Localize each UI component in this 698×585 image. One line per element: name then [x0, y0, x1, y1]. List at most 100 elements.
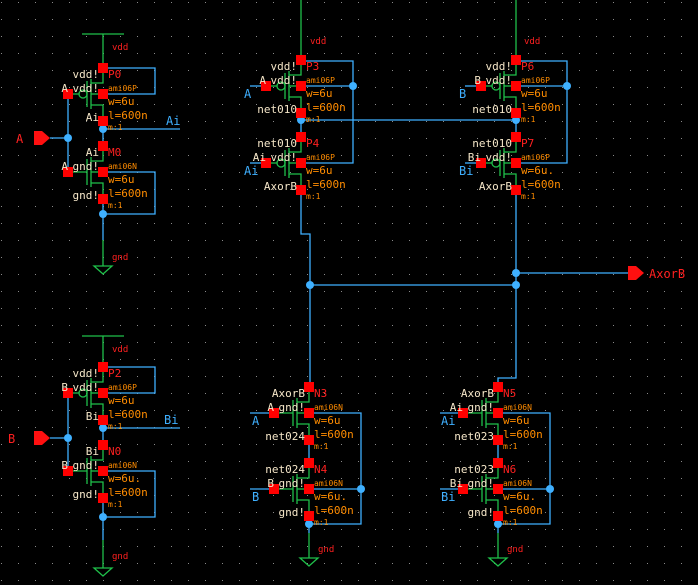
top-terminal-label: vdd!: [73, 68, 100, 81]
bulk-label: gnd!: [468, 401, 495, 414]
terminal-pin[interactable]: [493, 435, 503, 445]
pin-axorb[interactable]: AxorB: [628, 266, 685, 281]
pin-a[interactable]: A: [16, 131, 50, 146]
length-param: l=600n: [503, 504, 543, 517]
gate-label: A: [61, 160, 68, 173]
terminal-pin[interactable]: [511, 108, 521, 118]
terminal-pin[interactable]: [296, 132, 306, 142]
terminal-pin[interactable]: [98, 362, 108, 372]
terminal-pin[interactable]: [63, 89, 73, 99]
top-terminal-label: net023: [454, 463, 494, 476]
terminal-pin[interactable]: [493, 408, 503, 418]
terminal-pin[interactable]: [261, 81, 271, 91]
pin-b[interactable]: B: [8, 431, 50, 446]
terminal-pin[interactable]: [493, 484, 503, 494]
terminal-pin[interactable]: [63, 388, 73, 398]
gnd-label: gnd: [112, 552, 128, 562]
gnd-label: gnd: [112, 253, 128, 263]
length-param: l=600n: [521, 178, 561, 191]
terminal-pin[interactable]: [261, 158, 271, 168]
terminal-pin[interactable]: [98, 167, 108, 177]
terminal-pin[interactable]: [458, 408, 468, 418]
terminal-pin[interactable]: [304, 458, 314, 468]
terminal-pin[interactable]: [511, 81, 521, 91]
gate-label: Bi: [468, 151, 481, 164]
nmos-symbol-icon: [68, 146, 104, 199]
terminal-pin[interactable]: [63, 167, 73, 177]
input-pin-icon[interactable]: [34, 131, 50, 145]
gate-net-label: A: [252, 414, 260, 428]
terminal-pin[interactable]: [296, 81, 306, 91]
terminal-pin[interactable]: [304, 435, 314, 445]
terminal-pin[interactable]: [98, 440, 108, 450]
model-name: ami06P: [521, 153, 550, 162]
terminal-pin[interactable]: [304, 408, 314, 418]
terminal-pin[interactable]: [269, 484, 279, 494]
multiplier-param: m:1: [314, 442, 329, 451]
terminal-pin[interactable]: [98, 116, 108, 126]
terminal-pin[interactable]: [476, 158, 486, 168]
bulk-label: gnd!: [73, 459, 100, 472]
terminal-pin[interactable]: [98, 466, 108, 476]
gate-label: B: [61, 381, 68, 394]
terminal-pin[interactable]: [511, 185, 521, 195]
bottom-terminal-label: Bi: [86, 410, 99, 423]
model-name: ami06P: [306, 153, 335, 162]
terminal-pin[interactable]: [296, 185, 306, 195]
terminal-pin[interactable]: [493, 511, 503, 521]
pmos-symbol-icon: [266, 60, 302, 113]
top-terminal-label: Ai: [86, 146, 99, 159]
length-param: l=600n: [503, 428, 543, 441]
terminal-pin[interactable]: [98, 388, 108, 398]
terminal-pin[interactable]: [98, 194, 108, 204]
terminal-pin[interactable]: [511, 158, 521, 168]
terminal-pin[interactable]: [269, 408, 279, 418]
terminal-pin[interactable]: [493, 382, 503, 392]
terminal-pin[interactable]: [304, 382, 314, 392]
terminal-pin[interactable]: [511, 132, 521, 142]
model-name: ami06N: [503, 403, 532, 412]
terminal-pin[interactable]: [476, 81, 486, 91]
terminal-pin[interactable]: [304, 484, 314, 494]
multiplier-param: m:1: [503, 442, 518, 451]
terminal-pin[interactable]: [296, 55, 306, 65]
terminal-pin[interactable]: [296, 158, 306, 168]
terminal-pin[interactable]: [63, 466, 73, 476]
output-pin-icon[interactable]: [628, 266, 644, 280]
transistor-p7[interactable]: net010vdd!BiAxorBBiP7ami06Pw=6u.l=600nm:…: [459, 132, 561, 201]
input-pin-icon[interactable]: [34, 431, 50, 445]
top-terminal-label: vdd!: [271, 60, 298, 73]
terminal-pin[interactable]: [296, 108, 306, 118]
multiplier-param: m:1: [108, 500, 123, 509]
terminal-pin[interactable]: [98, 89, 108, 99]
terminal-pin[interactable]: [98, 63, 108, 73]
multiplier-param: m:1: [306, 115, 321, 124]
terminal-pin[interactable]: [98, 141, 108, 151]
terminal-pin[interactable]: [458, 484, 468, 494]
net-labels: Ai Bi: [164, 114, 180, 427]
instance-name: P4: [306, 137, 320, 150]
terminal-pin[interactable]: [98, 415, 108, 425]
bulk-label: vdd!: [271, 151, 298, 164]
instance-name: N0: [108, 445, 121, 458]
terminal-pin[interactable]: [493, 458, 503, 468]
vdd-label: vdd: [310, 37, 326, 47]
width-param: w=6u: [503, 414, 530, 427]
terminal-pin[interactable]: [98, 493, 108, 503]
width-param: w=6u.: [521, 164, 554, 177]
terminal-pin[interactable]: [304, 511, 314, 521]
terminal-pin[interactable]: [511, 55, 521, 65]
